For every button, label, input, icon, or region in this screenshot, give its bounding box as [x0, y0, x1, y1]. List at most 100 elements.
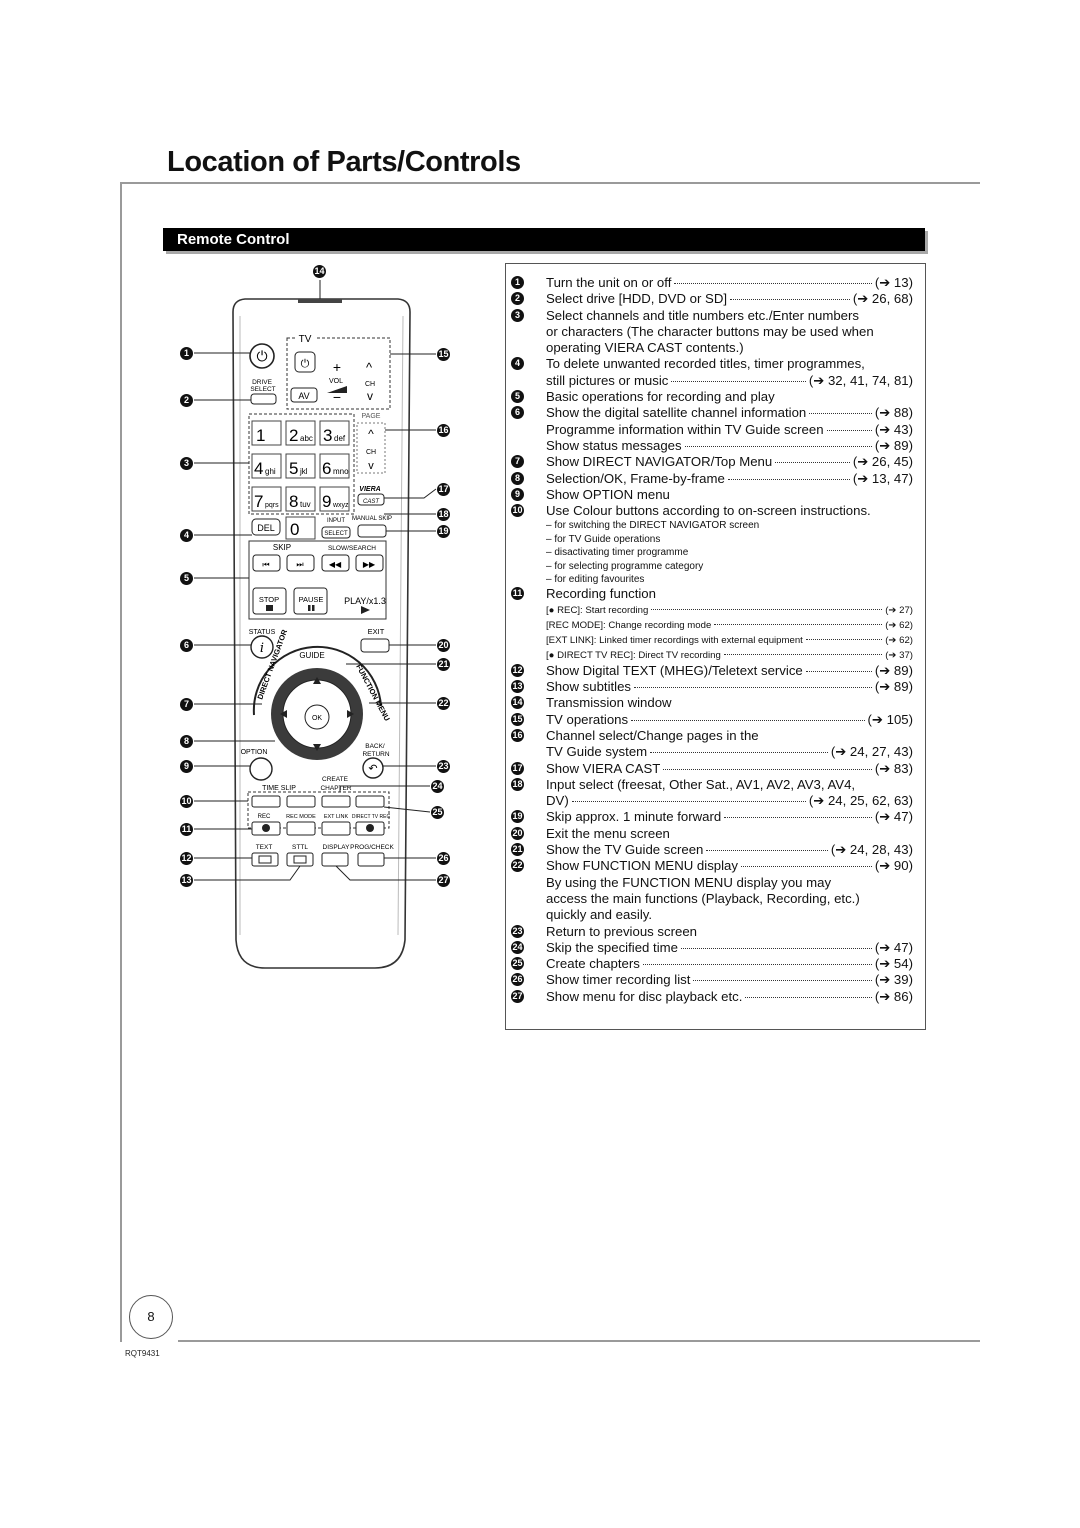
item-text-line: TV Guide system — [546, 744, 648, 760]
svg-text:+: + — [333, 359, 341, 375]
exit-button — [360, 638, 390, 653]
item-number: 8 — [511, 471, 524, 485]
key-3: 3 — [323, 426, 332, 445]
item-number: 15 — [511, 712, 524, 726]
item-number: 20 — [511, 826, 524, 840]
key-6: 6 — [322, 459, 331, 478]
callout-17: 17 — [437, 483, 450, 496]
description-list: 1 Turn the unit on or off(➔ 13) 2 Select… — [511, 275, 913, 1005]
item-text: Show Digital TEXT (MHEG)/Teletext servic… — [546, 662, 803, 678]
callout-23: 23 — [437, 760, 450, 773]
del-label: DEL — [257, 523, 275, 533]
select-label: SELECT — [250, 386, 275, 393]
item-text: Use Colour buttons according to on-scree… — [546, 503, 871, 519]
option-button — [249, 757, 273, 781]
item-number: 14 — [511, 696, 524, 710]
item-ref: (➔ 47) — [874, 939, 913, 955]
item-text-line: DV) — [546, 793, 569, 809]
callout-19: 19 — [437, 525, 450, 538]
document-code: RQT9431 — [125, 1349, 160, 1358]
item-text: Channel select/Change pages in the — [546, 727, 759, 743]
callout-22: 22 — [437, 697, 450, 710]
callout-11: 11 — [180, 823, 193, 836]
create-label: CREATE — [322, 776, 349, 783]
item-text: Show the TV Guide screen — [546, 842, 704, 858]
viera-label: VIERA — [359, 486, 380, 493]
item-text: TV operations — [546, 711, 629, 727]
direct-tv-rec-label: DIRECT TV REC — [352, 814, 391, 820]
tv-block-outline — [286, 337, 391, 410]
item-ref: (➔ 26, 68) — [852, 291, 913, 307]
back-return-button — [362, 757, 384, 779]
key-9-sub: wxyz — [332, 502, 349, 509]
description-box — [505, 263, 926, 1030]
item-text: Show DIRECT NAVIGATOR/Top Menu — [546, 454, 773, 470]
item-ref: (➔ 32, 41, 74, 81) — [808, 372, 913, 388]
key-8-sub: tuv — [300, 500, 311, 509]
svg-text:▶▶: ▶▶ — [363, 560, 376, 569]
list-item: 2 Select drive [HDD, DVD or SD](➔ 26, 68… — [511, 291, 913, 307]
display-label: DISPLAY — [323, 844, 351, 851]
item-text: Show subtitles — [546, 679, 632, 695]
key-3-sub: def — [334, 434, 346, 443]
item-text-line: access the main functions (Playback, Rec… — [546, 890, 860, 906]
list-item: 11 Recording function [● REC]: Start rec… — [511, 586, 913, 662]
item-text: Select channels and title numbers etc./E… — [546, 307, 860, 323]
list-item: 1 Turn the unit on or off(➔ 13) — [511, 275, 913, 291]
callout-12: 12 — [180, 852, 193, 865]
item-number: 17 — [511, 761, 524, 775]
callout-25: 25 — [431, 806, 444, 819]
key-4: 4 — [254, 459, 263, 478]
drive-label: DRIVE — [252, 379, 273, 386]
status-label: STATUS — [249, 629, 276, 636]
colour-button-1 — [251, 795, 281, 808]
item-number: 24 — [511, 940, 524, 954]
list-item: 9 Show OPTION menu — [511, 487, 913, 503]
ok-label: OK — [312, 715, 322, 722]
item-text-line: or characters (The character buttons may… — [546, 323, 874, 339]
callout-26: 26 — [437, 852, 450, 865]
callout-8: 8 — [180, 735, 193, 748]
text-label: TEXT — [256, 844, 273, 851]
item-ref: (➔ 13) — [874, 275, 913, 290]
page-title: Location of Parts/Controls — [167, 146, 521, 178]
list-item: 5 Basic operations for recording and pla… — [511, 389, 913, 405]
viera-cast-button — [357, 493, 385, 506]
item-text: Return to previous screen — [546, 923, 697, 939]
item-ref: (➔ 26, 45) — [852, 454, 913, 470]
callout-27: 27 — [437, 874, 450, 887]
item-text: Exit the menu screen — [546, 825, 670, 841]
list-item: 15 TV operations(➔ 105) — [511, 712, 913, 728]
option-label: OPTION — [241, 749, 268, 756]
item-ref: (➔ 90) — [874, 858, 913, 874]
list-item: 19 Skip approx. 1 minute forward(➔ 47) — [511, 809, 913, 825]
item-text: Skip the specified time — [546, 939, 678, 955]
item-text: Turn the unit on or off — [546, 275, 672, 290]
cast-label: CAST — [363, 499, 380, 505]
item-ref: (➔ 89) — [874, 662, 913, 678]
list-item: 6 Show the digital satellite channel inf… — [511, 405, 913, 454]
list-item: 17 Show VIERA CAST(➔ 83) — [511, 761, 913, 777]
callout-6: 6 — [180, 639, 193, 652]
item-text-line: quickly and easily. — [546, 907, 653, 923]
rec-label: REC — [258, 814, 271, 820]
item-ref: (➔ 86) — [874, 988, 913, 1004]
colour-button-3 — [321, 795, 351, 808]
callout-9: 9 — [180, 760, 193, 773]
item-text: Show OPTION menu — [546, 486, 670, 502]
av-label: AV — [298, 391, 309, 401]
key-2: 2 — [289, 426, 298, 445]
item-text: Show menu for disc playback etc. — [546, 988, 743, 1004]
key-0-button — [285, 516, 316, 540]
list-item: 23 Return to previous screen — [511, 924, 913, 940]
list-item: 3 Select channels and title numbers etc.… — [511, 308, 913, 357]
key-5: 5 — [289, 459, 298, 478]
item-ref: (➔ 39) — [874, 972, 913, 988]
item-subtext: [REC MODE]: Change recording mode — [546, 619, 712, 631]
item-subtext: [● DIRECT TV REC]: Direct TV recording — [546, 649, 721, 661]
pause-label: PAUSE — [299, 595, 324, 604]
item-number: 6 — [511, 406, 524, 420]
item-ref: (➔ 62) — [885, 634, 913, 646]
item-subtext: [EXT LINK]: Linked timer recordings with… — [546, 634, 803, 646]
list-item: 13 Show subtitles(➔ 89) — [511, 679, 913, 695]
